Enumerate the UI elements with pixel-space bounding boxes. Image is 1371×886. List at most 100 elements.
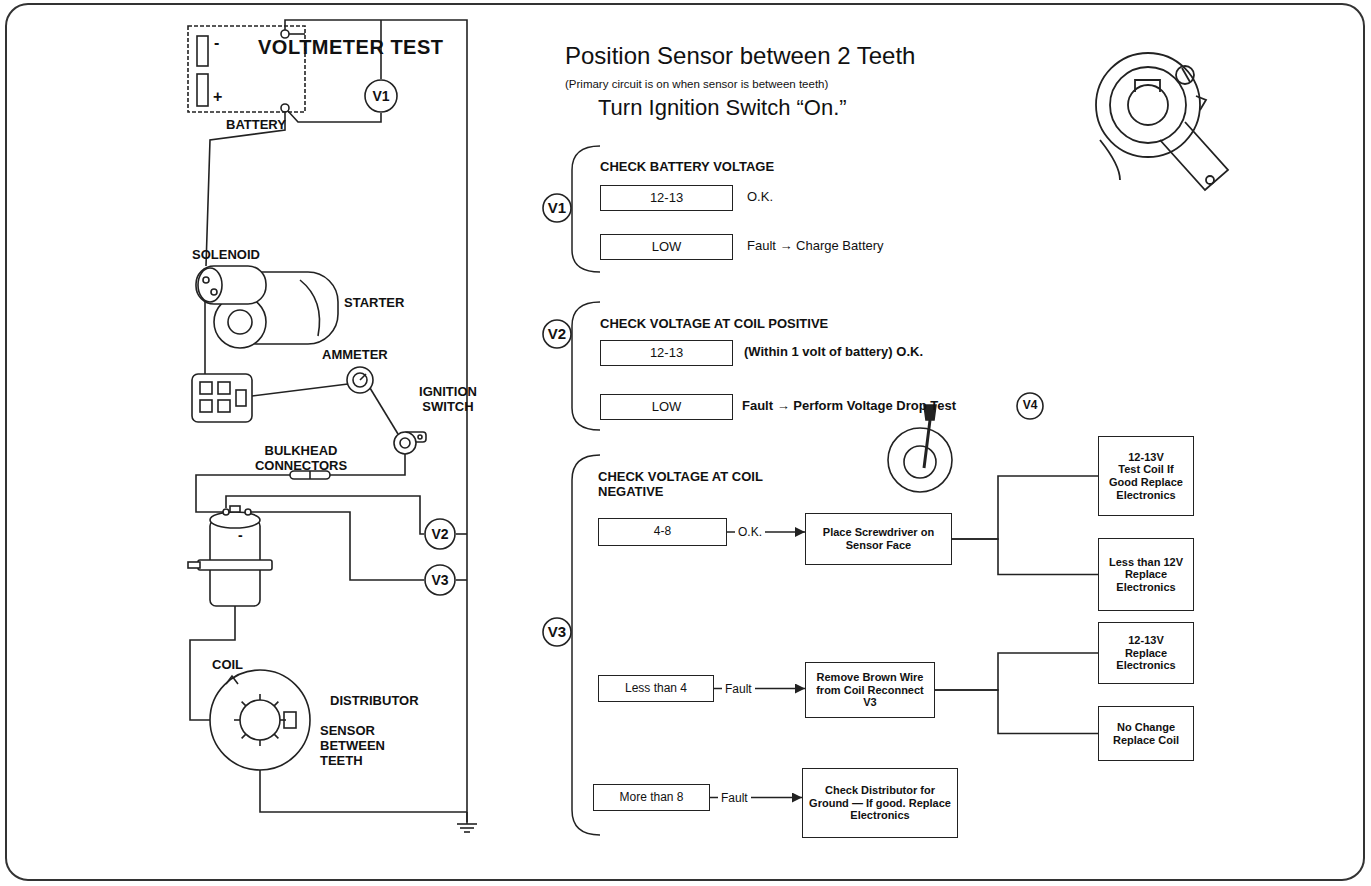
circle-outline [365,80,397,112]
ignition-coil [223,509,229,515]
circle-outline [543,618,571,646]
distributor-icon [1110,67,1186,143]
solenoid [196,266,266,304]
connector [935,690,1098,734]
process-box: LOW [600,394,733,420]
label-text: Fault → Perform Voltage Drop Test [742,399,956,414]
label-text: CHECK BATTERY VOLTAGE [600,160,774,175]
process-box: Less than 4 [598,675,714,702]
process-box: Check Distributor for Ground — If good. … [802,768,958,838]
distributor-icon [1096,53,1228,190]
node-text: No Change [1117,721,1175,734]
starter-motor [228,310,252,334]
solenoid [211,289,217,295]
ignition-switch [400,438,410,448]
process-box: 12-13VReplace Electronics [1098,622,1194,684]
ignition-switch [418,435,422,439]
ammeter [353,373,367,387]
distributor [240,700,280,740]
wire [190,20,467,822]
node-text: 4-8 [654,525,671,539]
edge-label: Fault [722,682,755,696]
node-text: V2 [548,325,566,342]
distributor-icon [1196,96,1206,110]
node-text: 12-13 [650,191,683,206]
screwdriver-icon [888,428,952,492]
ammeter [347,367,373,393]
label-text: CHECK VOLTAGE AT COIL POSITIVE [600,317,828,332]
voltmeter-circle: V2 [542,319,572,349]
label-text: Fault → Charge Battery [747,239,884,254]
wire [196,475,290,512]
distributor-icon [1182,68,1190,82]
battery [281,104,289,112]
distributor-icon [1128,85,1168,125]
label-text: SENSOR BETWEEN TEETH [320,724,410,769]
bulkhead-connector [192,374,252,422]
voltmeter-circle: V3 [424,564,456,596]
node-text: V3 [431,572,448,588]
ground-symbol [457,823,477,825]
ground-symbol [457,812,477,832]
distributor-icon [1135,80,1160,92]
label-text: - [214,34,219,52]
wire [206,112,285,266]
label-text: AMMETER [322,348,388,363]
battery [197,36,208,66]
voltmeter-circle: V3 [542,617,572,647]
node-text: More than 8 [619,791,683,805]
voltmeter-circle: V2 [424,518,456,550]
node-text: Less than 12V [1109,556,1183,569]
circle-outline [425,565,455,595]
ignition-switch [394,432,426,454]
node-text: V3 [548,623,566,640]
distributor-icon [1160,122,1228,190]
connector [952,476,1098,539]
ignition-coil [198,560,272,570]
label-text: (Within 1 volt of battery) O.K. [744,345,923,360]
process-box: 4-8 [598,518,727,546]
connector [952,539,1098,575]
voltmeter-circle: V4 [1016,392,1044,420]
battery [197,74,208,106]
page-frame [6,4,1364,880]
battery [289,33,305,35]
reluctor-tooth [242,734,246,738]
edge-label: O.K. [735,525,765,539]
solenoid [203,277,209,283]
distributor [226,676,238,684]
process-box: 12-13VTest Coil If Good Replace Electron… [1098,436,1194,516]
label-text: (Primary circuit is on when sensor is be… [565,78,828,91]
ignition-coil [188,506,272,606]
voltmeter-circle: V1 [364,79,398,113]
section-bracket [572,302,600,430]
node-text: Test Coil If Good Replace Electronics [1104,463,1188,501]
process-box: Less than 12VReplace Electronics [1098,538,1194,611]
label-text: DISTRIBUTOR [330,694,419,709]
node-text: Replace Electronics [1104,647,1188,672]
screwdriver-icon [924,420,930,468]
edge-label: Fault [718,791,751,805]
wire [250,512,424,580]
distributor-icon [1176,66,1194,84]
starter-motor [300,280,320,336]
label-text: IGNITION SWITCH [412,385,484,415]
label-text: Turn Ignition Switch “On.” [598,95,847,120]
node-text: LOW [652,240,682,255]
label-text: BULKHEAD CONNECTORS [236,444,366,474]
reluctor-tooth [234,719,240,721]
distributor [210,670,310,770]
circle-outline [543,194,571,222]
process-box: Place Screwdriver on Sensor Face [805,513,952,565]
node-text: Check Distributor for Ground — If good. … [808,784,952,822]
node-text: V1 [548,199,566,216]
ammeter [347,367,373,393]
ignition-coil [188,562,200,568]
process-box: More than 8 [593,784,710,811]
label-text: STARTER [344,296,404,311]
node-text: V4 [1023,399,1038,413]
wire [370,388,398,434]
label-text: COIL [212,658,243,673]
process-box: Remove Brown Wire from Coil Reconnect V3 [805,662,935,718]
ignition-switch [394,432,416,454]
